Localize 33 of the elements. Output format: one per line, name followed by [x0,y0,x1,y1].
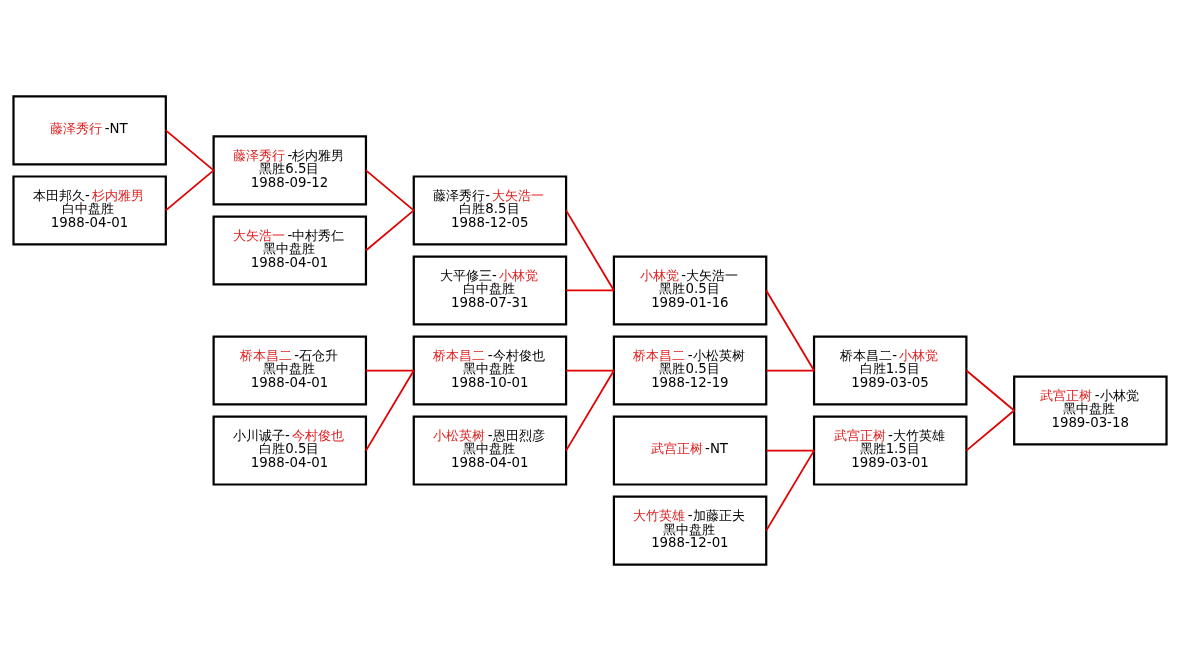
node-box: 桥本昌二-石仓升 黑中盘胜 1988-04-01 [212,335,368,406]
node-box: 藤泽秀行-NT [12,95,167,166]
node-box: 大平修三-小林觉 白中盘胜 1988-07-31 [412,255,568,326]
connector [164,169,215,212]
connector [565,209,615,292]
node-box: 小松英树-恩田烈彦 黑中盘胜 1988-04-01 [412,415,568,486]
connector [565,369,615,452]
connector [765,449,815,452]
node-box: 大矢浩一-中村秀仁 黑中盘胜 1988-04-01 [212,215,368,286]
connector [365,169,415,212]
node-box: 小林觉-大矢浩一 黑胜0.5目 1989-01-16 [612,255,768,326]
node-box: 武宫正树-NT [612,415,768,486]
connector [765,449,815,532]
connector [565,369,615,372]
connector [765,369,815,372]
node-box: 本田邦久-杉内雅男 白中盘胜 1988-04-01 [12,175,167,246]
node-box: 桥本昌二-小松英树 黑胜0.5目 1988-12-19 [612,335,768,406]
node-box: 小川诚子-今村俊也 白胜0.5目 1988-04-01 [212,415,368,486]
connector [965,369,1016,412]
connector [365,209,415,252]
connector [965,409,1016,452]
node-box: 桥本昌二-小林觉 白胜1.5目 1989-03-05 [812,335,968,406]
connector [565,289,615,292]
node-box: 大竹英雄-加藤正夫 黑中盘胜 1988-12-01 [612,495,768,566]
connector [365,369,415,372]
node-box: 藤泽秀行-大矢浩一 白胜8.5目 1988-12-05 [412,175,568,246]
connector [765,289,815,372]
node-box: 藤泽秀行-杉内雅男 黑胜6.5目 1988-09-12 [212,135,368,206]
node-box: 武宫正树-大竹英雄 黑胜1.5目 1989-03-01 [812,415,968,486]
node-box: 武宫正树-小林觉 黑中盘胜 1989-03-18 [1013,375,1168,446]
node-box: 桥本昌二-今村俊也 黑中盘胜 1988-10-01 [412,335,568,406]
connector [164,129,215,172]
connector [365,369,415,452]
